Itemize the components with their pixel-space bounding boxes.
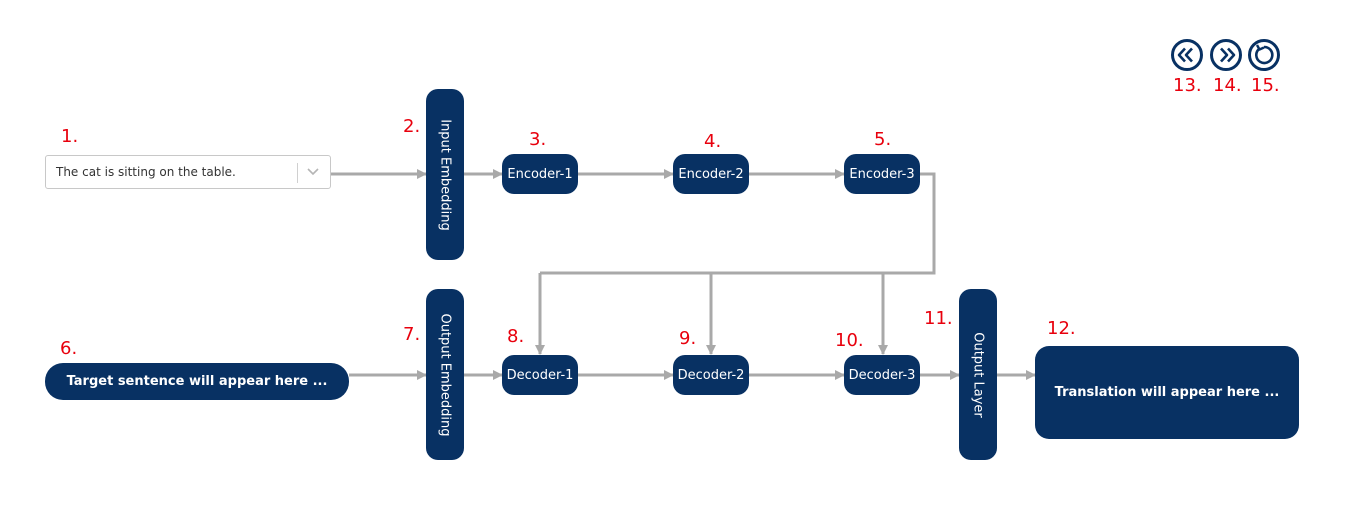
input-embedding-label: Input Embedding [437,118,453,231]
output-embedding-block: Output Embedding [426,289,464,460]
step-number-1: 1. [61,126,79,147]
step-number-7: 7. [403,324,421,345]
step-number-6: 6. [60,338,78,359]
step-number-13: 13. [1173,75,1202,96]
encoder-1-block: Encoder-1 [502,154,578,194]
source-sentence-value: The cat is sitting on the table. [56,165,236,179]
step-number-3: 3. [529,129,547,150]
source-sentence-select[interactable]: The cat is sitting on the table. [45,155,331,189]
encoder-output-bus [540,172,936,275]
step-number-4: 4. [704,131,722,152]
select-separator [297,163,298,183]
step-number-15: 15. [1251,75,1280,96]
step-number-12: 12. [1047,318,1076,339]
reset-icon[interactable] [1247,38,1281,72]
input-embedding-block: Input Embedding [426,89,464,260]
decoder-3-block: Decoder-3 [844,355,920,395]
output-layer-label: Output Layer [970,331,986,418]
decoder-2-block: Decoder-2 [673,355,749,395]
step-number-2: 2. [403,116,421,137]
step-back-icon[interactable] [1170,38,1204,72]
step-number-9: 9. [679,328,697,349]
step-number-8: 8. [507,326,525,347]
output-embedding-label: Output Embedding [437,312,453,437]
step-number-10: 10. [835,330,864,351]
target-sentence-box: Target sentence will appear here ... [45,363,349,400]
step-forward-icon[interactable] [1209,38,1243,72]
translation-output-box: Translation will appear here ... [1035,346,1299,439]
decoder-1-block: Decoder-1 [502,355,578,395]
encoder-3-block: Encoder-3 [844,154,920,194]
step-number-14: 14. [1213,75,1242,96]
encoder-2-block: Encoder-2 [673,154,749,194]
step-number-5: 5. [874,129,892,150]
step-number-11: 11. [924,308,953,329]
chevron-down-icon[interactable] [305,165,321,179]
output-layer-block: Output Layer [959,289,997,460]
